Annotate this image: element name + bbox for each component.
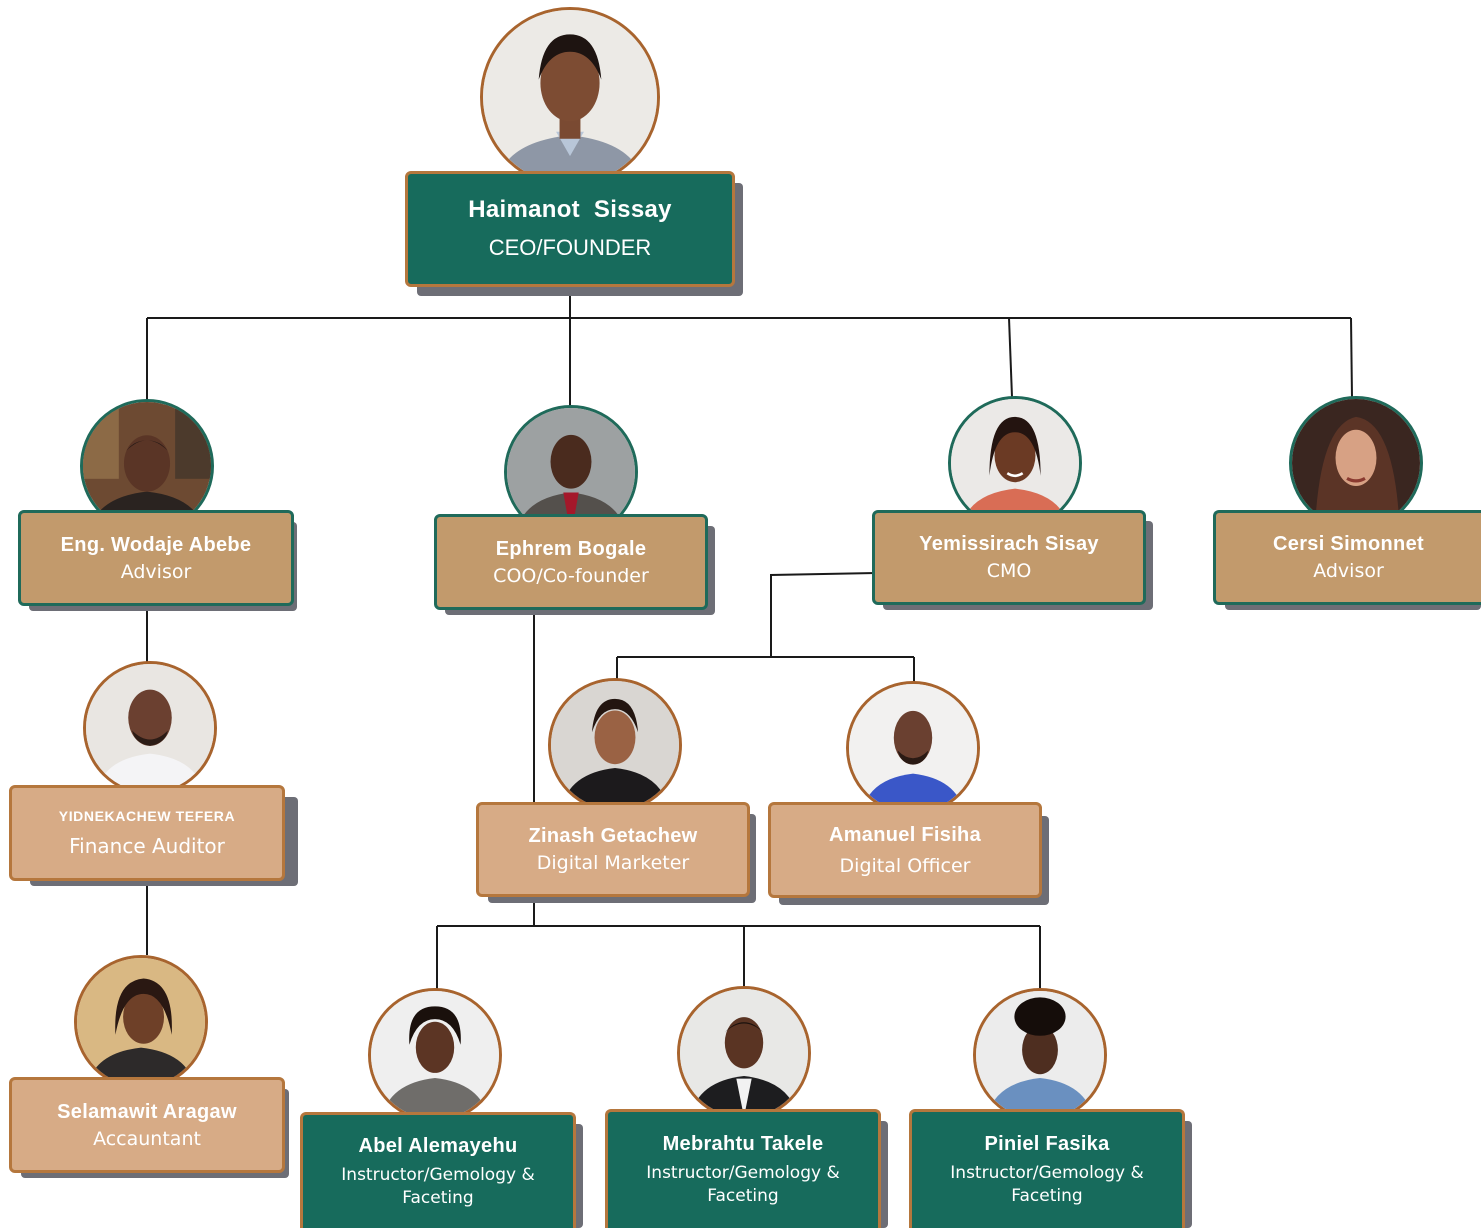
connector-to-advisor2 (1350, 317, 1353, 399)
ceo-name: Haimanot Sissay (468, 196, 672, 224)
instructor1-role: Instructor/Gemology & Faceting (341, 1164, 535, 1208)
marketer-avatar (548, 678, 682, 812)
officer-card: Amanuel Fisiha Digital Officer (768, 802, 1042, 898)
advisor2-name: Cersi Simonnet (1273, 533, 1424, 556)
accountant-avatar (74, 955, 208, 1089)
cmo-card: Yemissirach Sisay CMO (872, 510, 1146, 605)
coo-role: COO/Co-founder (493, 564, 649, 587)
instructor2-avatar (677, 986, 811, 1120)
instructor2-role: Instructor/Gemology & Faceting (646, 1163, 840, 1206)
instructor3-card: Piniel Fasika Instructor/Gemology & Face… (909, 1109, 1185, 1228)
accountant-role: Accauntant (93, 1127, 201, 1150)
auditor-card: YIDNEKACHEW TEFERA Finance Auditor (9, 785, 285, 881)
auditor-avatar (83, 661, 217, 795)
instructor2-card: Mebrahtu Takele Instructor/Gemology & Fa… (605, 1109, 881, 1228)
accountant-name: Selamawit Aragaw (57, 1100, 237, 1123)
auditor-name: YIDNEKACHEW TEFERA (58, 807, 236, 824)
instructor3-role: Instructor/Gemology & Faceting (950, 1163, 1144, 1206)
ceo-avatar (480, 7, 660, 187)
coo-name: Ephrem Bogale (495, 537, 647, 560)
ceo-role: CEO/FOUNDER (488, 235, 652, 261)
advisor2-role: Advisor (1313, 560, 1384, 583)
advisor1-role: Advisor (120, 560, 192, 583)
cmo-name: Yemissirach Sisay (919, 533, 1099, 556)
marketer-name: Zinash Getachew (528, 825, 698, 848)
connector-cmo-elbow (770, 572, 877, 657)
instructor1-avatar (368, 988, 502, 1122)
instructor1-name: Abel Alemayehu (358, 1134, 518, 1157)
instructor3-name: Piniel Fasika (984, 1133, 1110, 1156)
marketer-role: Digital Marketer (536, 852, 690, 875)
auditor-role: Finance Auditor (69, 834, 225, 859)
advisor1-card: Eng. Wodaje Abebe Advisor (18, 510, 294, 606)
officer-role: Digital Officer (839, 854, 971, 877)
connector-to-cmo (1008, 317, 1013, 398)
marketer-card: Zinash Getachew Digital Marketer (476, 802, 750, 897)
accountant-card: Selamawit Aragaw Accauntant (9, 1077, 285, 1173)
officer-name: Amanuel Fisiha (828, 823, 981, 846)
instructor2-name: Mebrahtu Takele (662, 1133, 824, 1156)
ceo-card: Haimanot Sissay CEO/FOUNDER (405, 171, 735, 287)
advisor2-card: Cersi Simonnet Advisor (1213, 510, 1481, 605)
advisor2-avatar (1289, 396, 1423, 530)
coo-card: Ephrem Bogale COO/Co-founder (434, 514, 708, 610)
advisor1-name: Eng. Wodaje Abebe (60, 533, 252, 556)
instructor3-avatar (973, 988, 1107, 1122)
instructor1-card: Abel Alemayehu Instructor/Gemology & Fac… (300, 1112, 576, 1228)
cmo-role: CMO (986, 560, 1032, 583)
officer-avatar (846, 681, 980, 815)
